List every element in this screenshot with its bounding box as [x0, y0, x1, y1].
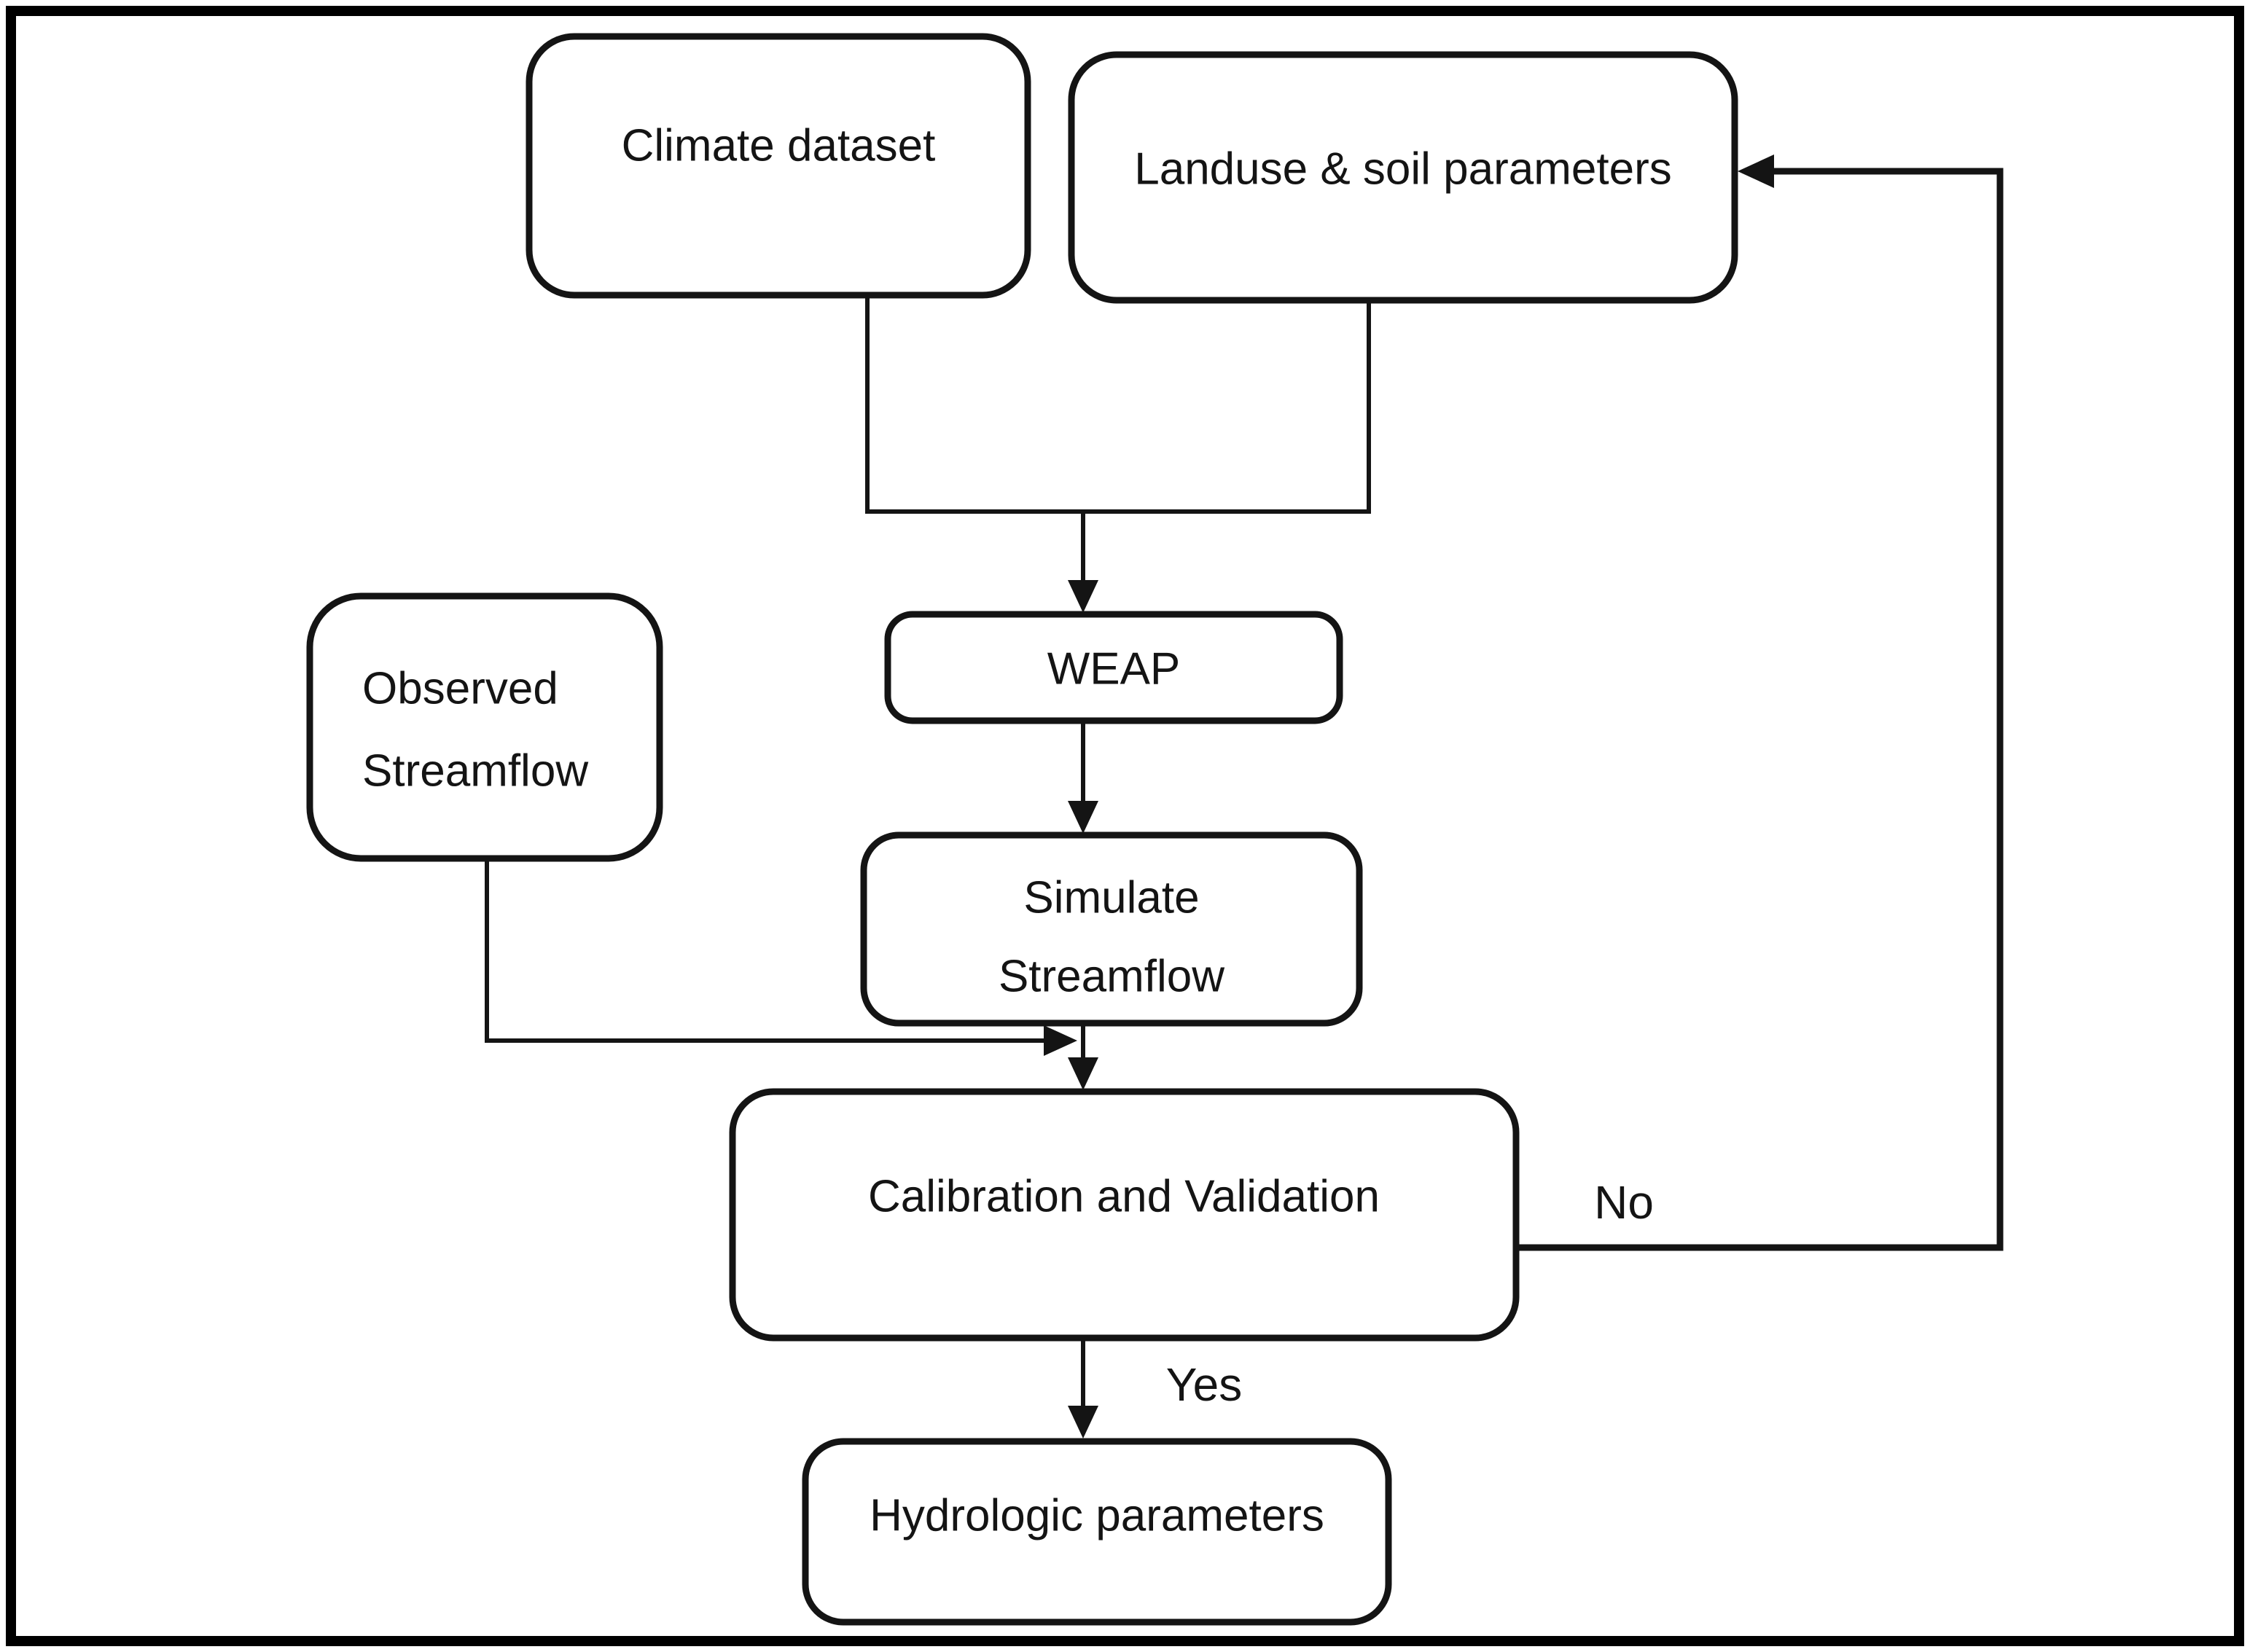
edge-observed-to-merge — [485, 858, 1044, 1043]
edge-label-yes: Yes — [1166, 1358, 1242, 1411]
node-weap-label: WEAP — [1047, 644, 1181, 694]
node-hydrologic-parameters: Hydrologic parameters — [802, 1438, 1392, 1626]
node-simulate-streamflow: Simulate Streamflow — [860, 831, 1363, 1027]
node-simulate-streamflow-label-line2: Streamflow — [999, 952, 1224, 1002]
figure-border — [6, 6, 2244, 1646]
arrowhead-into-simulate-icon — [1068, 801, 1098, 834]
node-weap: WEAP — [884, 611, 1343, 724]
node-calibration-validation-box — [729, 1088, 1520, 1342]
node-observed-streamflow-label-line1: Observed — [362, 664, 558, 714]
node-simulate-streamflow-label-line1: Simulate — [1023, 873, 1199, 923]
node-weap-box — [884, 611, 1343, 724]
node-hydrologic-parameters-box — [802, 1438, 1392, 1626]
edge-no-feedback-loop — [1516, 168, 2004, 1251]
arrowhead-into-calibration-icon — [1068, 1057, 1098, 1090]
node-landuse-soil-parameters-label: Landuse & soil parameters — [1134, 144, 1672, 195]
node-landuse-soil-parameters-box — [1068, 51, 1738, 304]
node-climate-dataset-label: Climate dataset — [622, 121, 936, 171]
arrowhead-into-hydrologic-icon — [1068, 1406, 1098, 1438]
node-hydrologic-parameters-label: Hydrologic parameters — [870, 1491, 1324, 1541]
arrowhead-observed-merge-icon — [1044, 1025, 1077, 1056]
edge-label-no: No — [1594, 1176, 1654, 1229]
arrowhead-into-landuse-icon — [1738, 154, 1774, 188]
node-landuse-soil-parameters: Landuse & soil parameters — [1068, 51, 1738, 304]
node-climate-dataset: Climate dataset — [526, 33, 1031, 299]
node-simulate-streamflow-box — [860, 831, 1363, 1027]
node-calibration-validation-label: Calibration and Validation — [868, 1172, 1380, 1222]
arrowhead-into-weap-icon — [1068, 580, 1098, 613]
node-observed-streamflow-label-line2: Streamflow — [362, 746, 588, 796]
node-calibration-validation: Calibration and Validation — [729, 1088, 1520, 1342]
node-climate-dataset-box — [526, 33, 1031, 299]
node-observed-streamflow-box — [306, 592, 663, 862]
node-observed-streamflow: Observed Streamflow — [306, 592, 663, 862]
